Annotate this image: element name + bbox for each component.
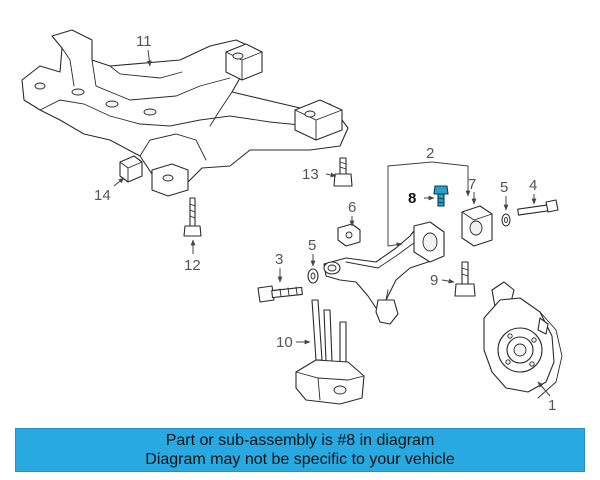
parts-diagram: 11 14 12 13 6 2 7 8 5 4 9 3 5 10 1 — [21, 29, 563, 414]
washer-5-lower — [307, 268, 319, 284]
bolt-13 — [333, 157, 353, 187]
callout-12: 12 — [184, 257, 201, 274]
callout-14: 14 — [94, 187, 111, 204]
bolt-9 — [454, 261, 476, 297]
washer-5-upper — [501, 213, 511, 227]
subframe-crossmember — [21, 29, 349, 197]
callout-8: 8 — [408, 190, 416, 207]
steering-knuckle — [483, 281, 563, 399]
bolt-3 — [257, 285, 303, 303]
callout-9: 9 — [430, 272, 438, 289]
leader-lines — [113, 49, 551, 397]
callout-10: 10 — [276, 334, 293, 351]
callout-5-upper: 5 — [500, 179, 508, 196]
bracket-6 — [337, 223, 361, 247]
bracket-10 — [295, 299, 365, 405]
bolt-12 — [183, 197, 202, 237]
callout-3: 3 — [275, 251, 283, 268]
bracket-14 — [119, 155, 143, 183]
callout-5-lower: 5 — [308, 237, 316, 254]
callout-6: 6 — [348, 199, 356, 216]
part-notice-banner: Part or sub-assembly is #8 in diagram Di… — [15, 428, 585, 472]
lower-control-arm — [323, 221, 445, 325]
callout-11: 11 — [136, 33, 152, 50]
callout-2: 2 — [426, 145, 434, 162]
bushing-7 — [461, 205, 493, 247]
bolt-8-highlighted — [433, 185, 449, 207]
banner-line-1: Part or sub-assembly is #8 in diagram — [165, 432, 435, 449]
callout-13: 13 — [302, 166, 319, 183]
bolt-4 — [517, 199, 559, 216]
callout-labels: 11 14 12 13 6 2 7 8 5 4 9 3 5 10 1 — [94, 33, 556, 414]
banner-line-2: Diagram may not be specific to your vehi… — [145, 451, 455, 468]
callout-7: 7 — [468, 176, 476, 193]
callout-4: 4 — [529, 177, 537, 194]
callout-1: 1 — [548, 397, 556, 414]
